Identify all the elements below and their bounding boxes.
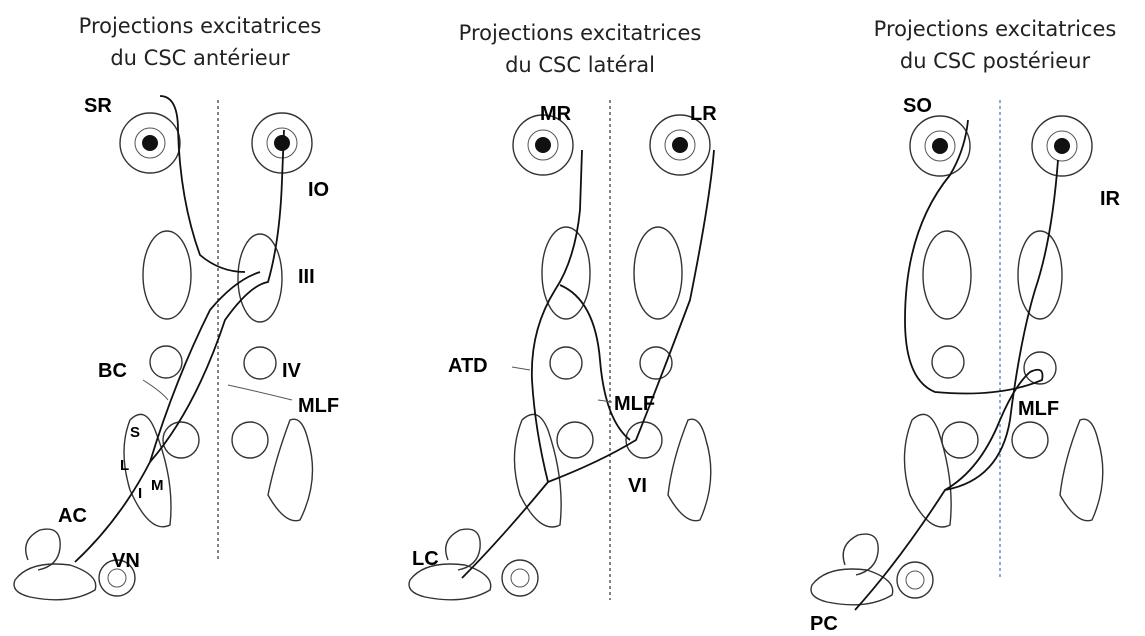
label-ir: IR	[1100, 188, 1121, 210]
panel-lateral-title-line1: Projections excitatrices	[459, 21, 702, 45]
panel-anterior: Projections excitatrices du CSC antérieu…	[14, 14, 339, 600]
abducens-nucleus-left	[557, 422, 593, 458]
label-i: I	[138, 485, 142, 502]
trochlear-nucleus-right	[640, 347, 672, 379]
panel-posterior: Projections excitatrices du CSC postérie…	[810, 17, 1121, 635]
trochlear-nucleus-right	[244, 347, 276, 379]
vestibular-nuclei-right	[668, 419, 711, 521]
io-pathway	[150, 130, 284, 462]
label-pc: PC	[810, 613, 838, 635]
panel-lateral-title-line2: du CSC latéral	[505, 53, 655, 77]
abducens-nucleus-left	[163, 422, 199, 458]
panel-anterior-title-line2: du CSC antérieur	[110, 46, 290, 70]
label-bc: BC	[98, 360, 127, 382]
panel-anterior-title-line1: Projections excitatrices	[79, 14, 322, 38]
inner-ear-left	[811, 534, 933, 605]
label-mlf: MLF	[614, 393, 655, 415]
atd-tract	[512, 367, 530, 370]
abducens-nucleus-right	[232, 422, 268, 458]
trochlear-nucleus-left	[150, 346, 182, 378]
label-iv: IV	[282, 360, 302, 382]
label-mr: MR	[540, 103, 572, 125]
so-pathway	[905, 120, 1043, 490]
label-sr: SR	[84, 95, 112, 117]
label-atd: ATD	[448, 355, 488, 377]
panel-posterior-title-line2: du CSC postérieur	[900, 49, 1091, 73]
left-eye	[120, 113, 180, 173]
trochlear-nucleus-right	[1024, 352, 1056, 384]
oculomotor-nucleus-left	[923, 231, 971, 319]
vestibular-nuclei-right	[1060, 419, 1103, 521]
abducens-nucleus-right	[626, 422, 662, 458]
label-mlf: MLF	[1018, 398, 1059, 420]
abducens-nucleus-left	[942, 422, 978, 458]
label-so: SO	[903, 95, 932, 117]
label-s: S	[130, 424, 140, 441]
vestibular-nuclei-right	[268, 419, 313, 521]
label-l: L	[120, 457, 129, 474]
label-ac: AC	[58, 505, 87, 527]
label-vn: VN	[112, 550, 140, 572]
lateral-canal-lr-pathway	[462, 150, 714, 578]
label-lc: LC	[412, 548, 439, 570]
panel-posterior-title-line1: Projections excitatrices	[874, 17, 1117, 41]
oculomotor-nucleus-left	[143, 231, 191, 319]
panel-lateral: Projections excitatrices du CSC latéral	[409, 21, 717, 600]
left-eye	[910, 116, 970, 176]
trochlear-nucleus-left	[550, 347, 582, 379]
label-m: M	[151, 477, 164, 494]
mlf-tract	[228, 385, 292, 400]
label-mlf: MLF	[298, 395, 339, 417]
right-eye	[1032, 116, 1092, 176]
anterior-canal-pathway	[75, 272, 260, 562]
label-io: IO	[308, 179, 329, 201]
abducens-nucleus-right	[1012, 422, 1048, 458]
oculomotor-nucleus-right	[634, 227, 682, 319]
trochlear-nucleus-left	[932, 346, 964, 378]
label-vi: VI	[628, 475, 647, 497]
label-iii: III	[298, 266, 315, 288]
mlf-connection	[560, 285, 630, 440]
label-lr: LR	[690, 103, 717, 125]
bc-tract	[143, 380, 168, 400]
